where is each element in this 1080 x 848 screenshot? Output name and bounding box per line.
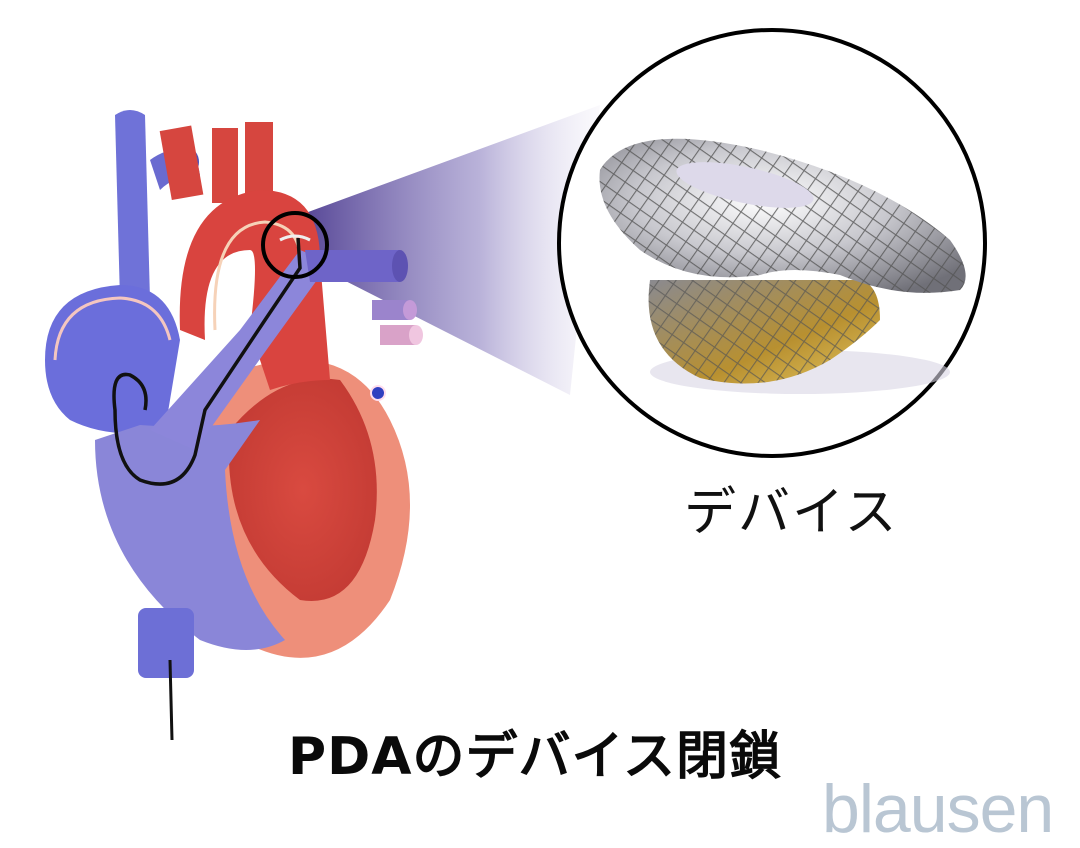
figure-title: PDAのデバイス閉鎖 <box>288 727 782 787</box>
occluder-device <box>599 138 966 384</box>
brand-logo: blausen <box>822 771 1054 847</box>
zoom-cone <box>300 105 600 395</box>
catheter <box>112 237 302 486</box>
device-label: デバイス <box>684 483 899 543</box>
aortic-arch <box>179 190 330 390</box>
right-ventricle <box>95 420 285 650</box>
inferior-vena-cava <box>138 608 194 678</box>
magnifier-circle-small <box>261 211 329 279</box>
aortic-branch-2 <box>212 128 238 203</box>
right-atrium <box>45 285 180 434</box>
pulmonary-artery <box>150 250 330 450</box>
superior-vena-cava <box>115 110 150 300</box>
left-ventricle <box>228 378 377 601</box>
aortic-branch-3 <box>245 122 273 202</box>
aortic-branch-1 <box>159 125 204 201</box>
